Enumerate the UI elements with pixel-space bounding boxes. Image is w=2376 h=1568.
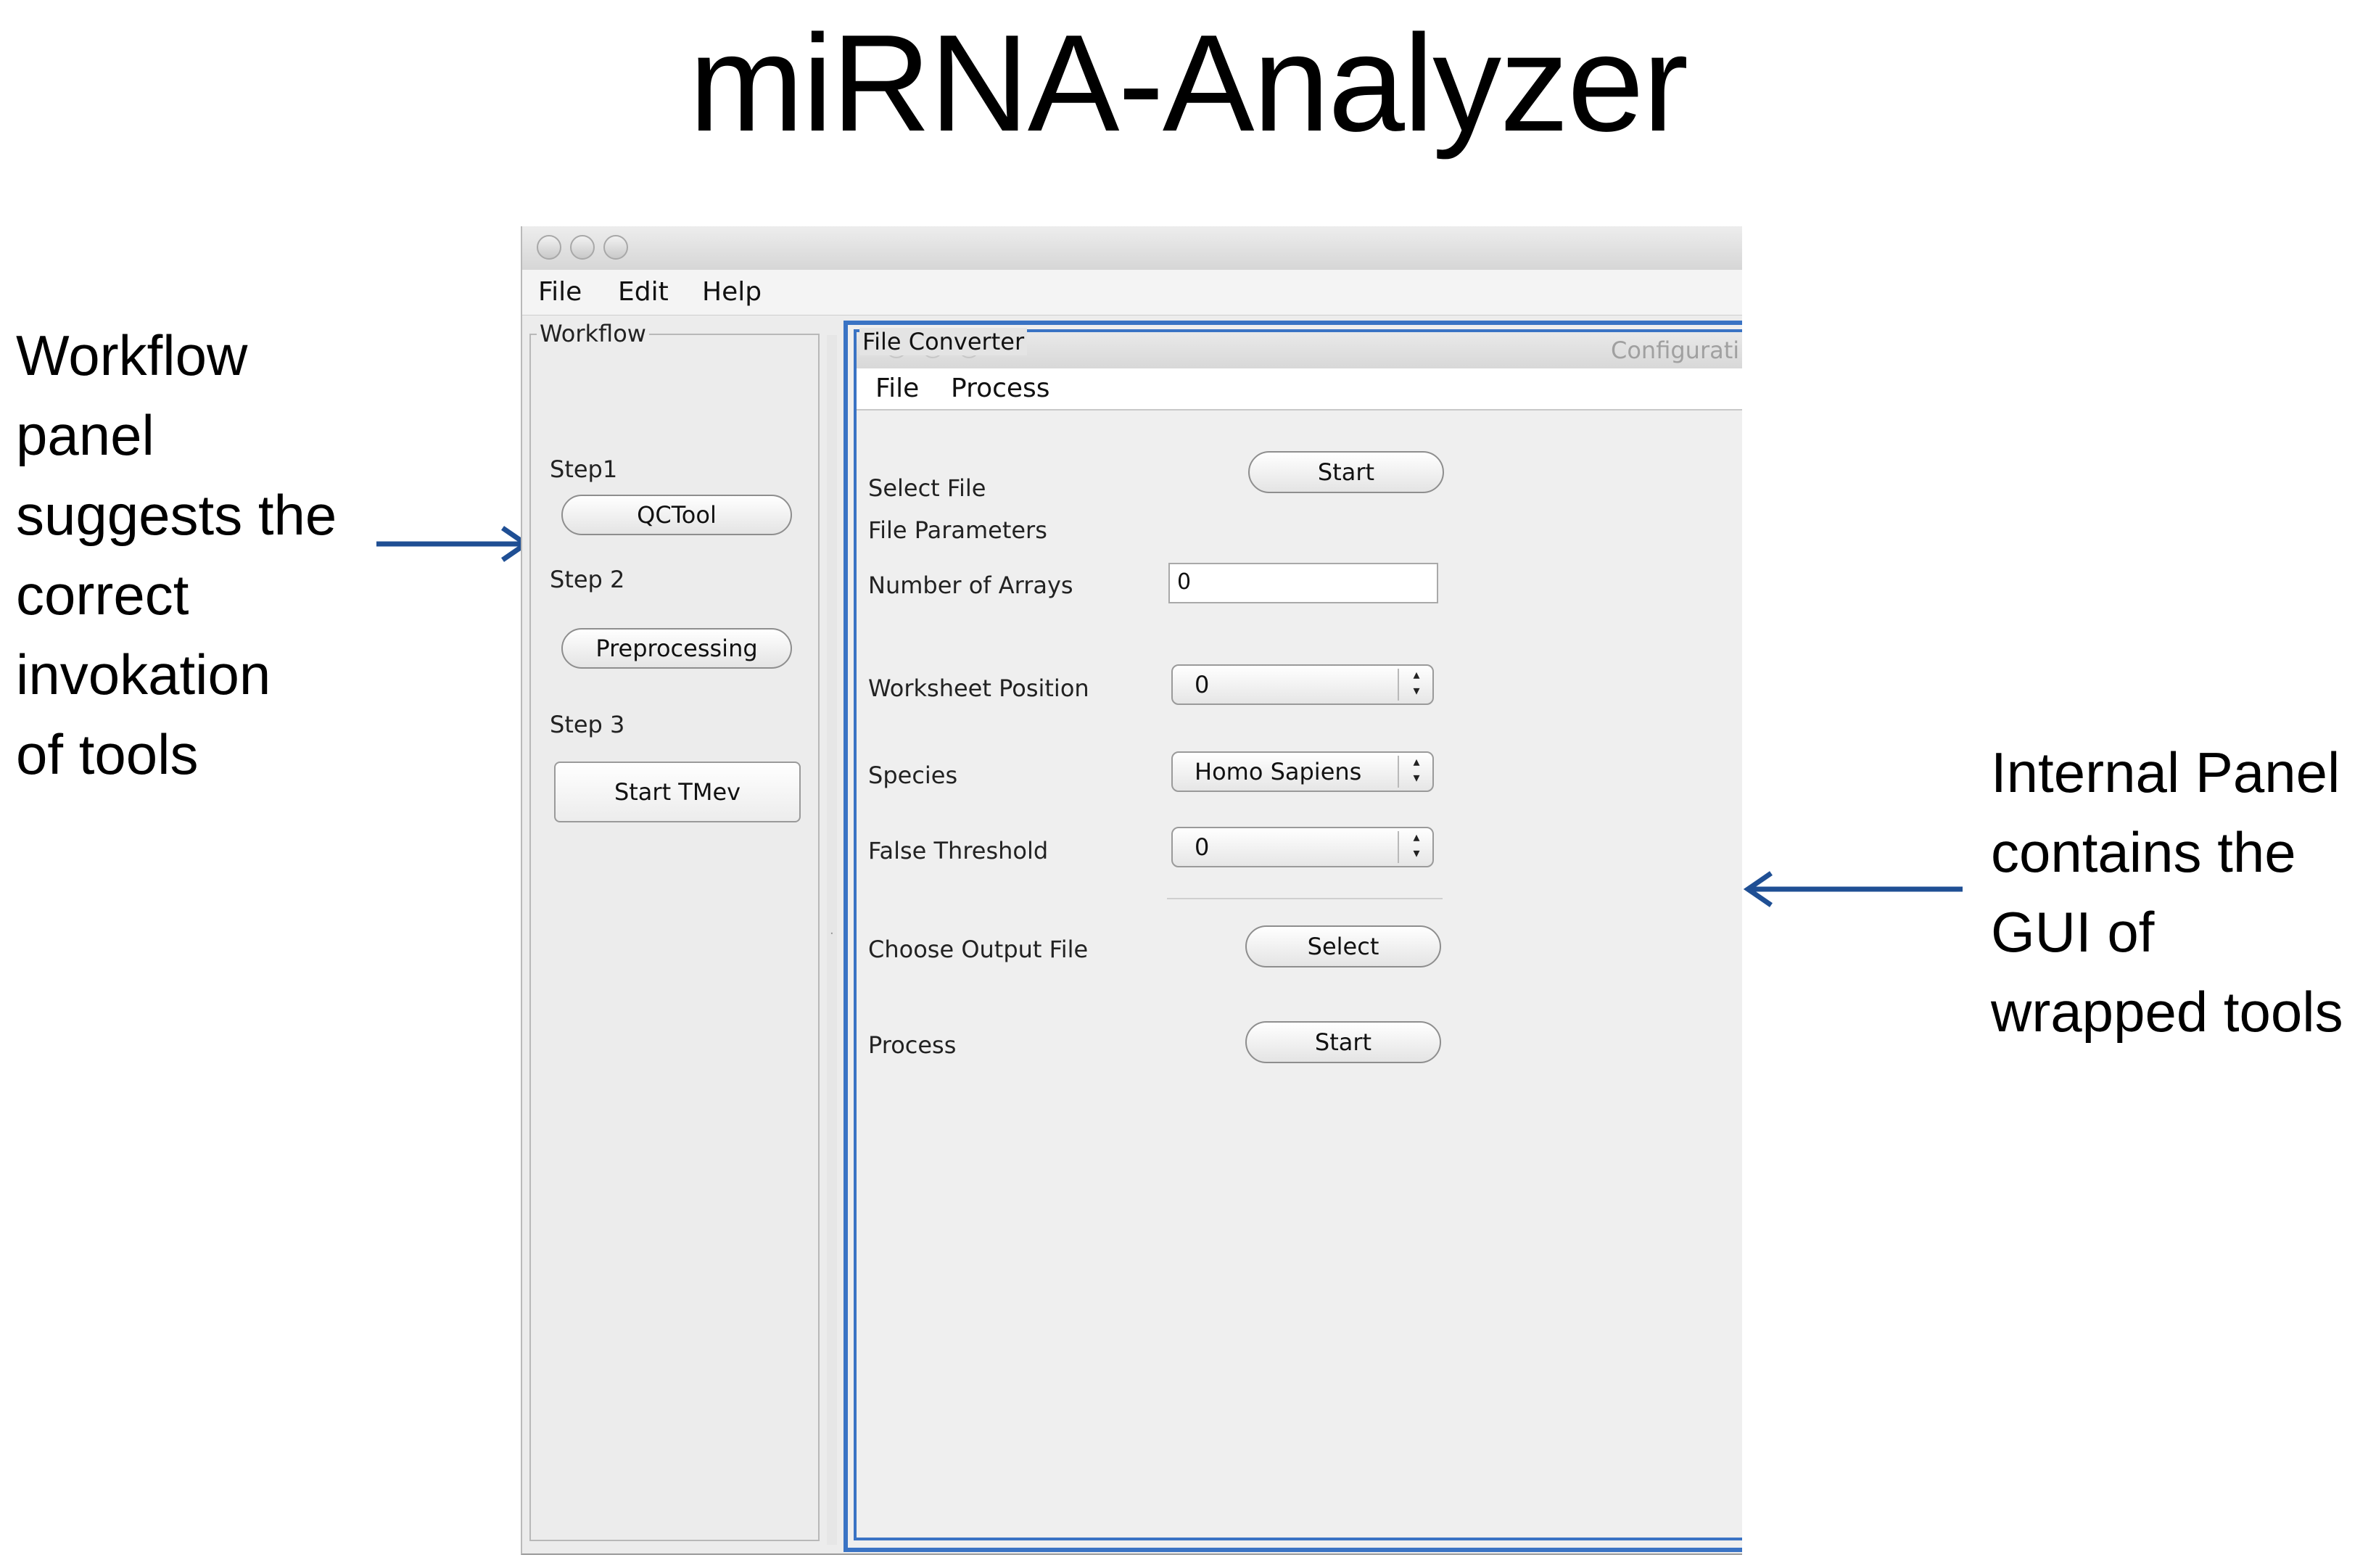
choose-output-file-label: Choose Output File — [868, 936, 1089, 963]
step2-label: Step 2 — [550, 566, 625, 593]
internal-panel-annotation: Internal Panel contains the GUI of wrapp… — [1991, 733, 2368, 1052]
form-separator — [1167, 898, 1443, 899]
false-threshold-select[interactable]: 0 ▴▾ — [1171, 827, 1434, 867]
annotation-line: correct — [16, 563, 189, 627]
false-threshold-value: 0 — [1195, 833, 1210, 861]
annotation-line: GUI of — [1991, 900, 2155, 964]
internal-titlebar[interactable]: File Converter Configurati — [857, 328, 1742, 369]
menu-help[interactable]: Help — [702, 277, 762, 307]
window-titlebar[interactable] — [522, 226, 1742, 271]
zoom-window-button[interactable] — [603, 235, 628, 260]
menu-bar: File Edit Help — [522, 270, 1742, 315]
worksheet-position-select[interactable]: 0 ▴▾ — [1171, 664, 1434, 705]
workflow-panel: Workflow Step1 QCTool Step 2 Preprocessi… — [529, 321, 820, 1541]
annotation-line: wrapped tools — [1991, 980, 2343, 1044]
step3-label: Step 3 — [550, 711, 625, 738]
start-tmev-button[interactable]: Start TMev — [554, 762, 801, 822]
species-label: Species — [868, 762, 958, 789]
species-value: Homo Sapiens — [1195, 758, 1362, 785]
select-file-start-button[interactable]: Start — [1248, 451, 1444, 493]
internal-menu-process[interactable]: Process — [951, 374, 1050, 403]
combo-divider — [1398, 831, 1399, 863]
combo-divider — [1398, 669, 1399, 701]
split-pane-divider[interactable]: · — [827, 335, 837, 1545]
up-down-arrows-icon: ▴▾ — [1413, 830, 1420, 861]
number-of-arrays-label: Number of Arrays — [868, 572, 1073, 599]
combo-divider — [1398, 756, 1399, 788]
internal-frame: File Converter Configurati File Process … — [854, 328, 1742, 1540]
menu-edit[interactable]: Edit — [618, 277, 669, 307]
annotation-line: Internal Panel — [1991, 740, 2340, 804]
up-down-arrows-icon: ▴▾ — [1413, 754, 1420, 785]
workflow-panel-title: Workflow — [537, 321, 649, 347]
annotation-line: panel — [16, 403, 154, 467]
annotation-line: suggests the — [16, 483, 337, 547]
internal-panel-title: File Converter — [859, 328, 1028, 355]
worksheet-position-value: 0 — [1195, 671, 1210, 698]
up-down-arrows-icon: ▴▾ — [1413, 667, 1420, 698]
choose-output-select-button[interactable]: Select — [1245, 925, 1441, 967]
workflow-annotation: Workflow panel suggests the correct invo… — [16, 315, 393, 794]
process-label: Process — [868, 1031, 957, 1059]
worksheet-position-label: Worksheet Position — [868, 674, 1089, 702]
arrow-right-icon — [376, 526, 531, 562]
species-select[interactable]: Homo Sapiens ▴▾ — [1171, 751, 1434, 792]
annotation-line: invokation — [16, 643, 271, 706]
internal-menu-bar: File Process — [857, 368, 1742, 410]
annotation-line: contains the — [1991, 820, 2296, 884]
step1-label: Step1 — [550, 455, 618, 483]
close-window-button[interactable] — [537, 235, 561, 260]
internal-panel: File Converter Configurati File Process … — [843, 321, 1742, 1552]
file-parameters-label: File Parameters — [868, 516, 1047, 544]
preprocessing-button[interactable]: Preprocessing — [561, 628, 792, 669]
select-file-label: Select File — [868, 474, 986, 502]
minimize-window-button[interactable] — [570, 235, 595, 260]
qctool-button[interactable]: QCTool — [561, 495, 792, 535]
menu-file[interactable]: File — [538, 277, 582, 307]
false-threshold-label: False Threshold — [868, 837, 1049, 865]
configuration-title: Configurati — [1611, 337, 1740, 364]
internal-menu-file[interactable]: File — [875, 374, 920, 403]
arrow-left-icon — [1743, 871, 1963, 907]
number-of-arrays-input[interactable]: 0 — [1168, 563, 1438, 603]
annotation-line: Workflow — [16, 323, 248, 387]
annotation-line: of tools — [16, 722, 199, 786]
app-window: File Edit Help Workflow Step1 QCTool Ste… — [521, 226, 1742, 1555]
grip-icon: · — [830, 926, 834, 941]
process-start-button[interactable]: Start — [1245, 1021, 1441, 1063]
slide-title: miRNA-Analyzer — [688, 7, 1688, 160]
